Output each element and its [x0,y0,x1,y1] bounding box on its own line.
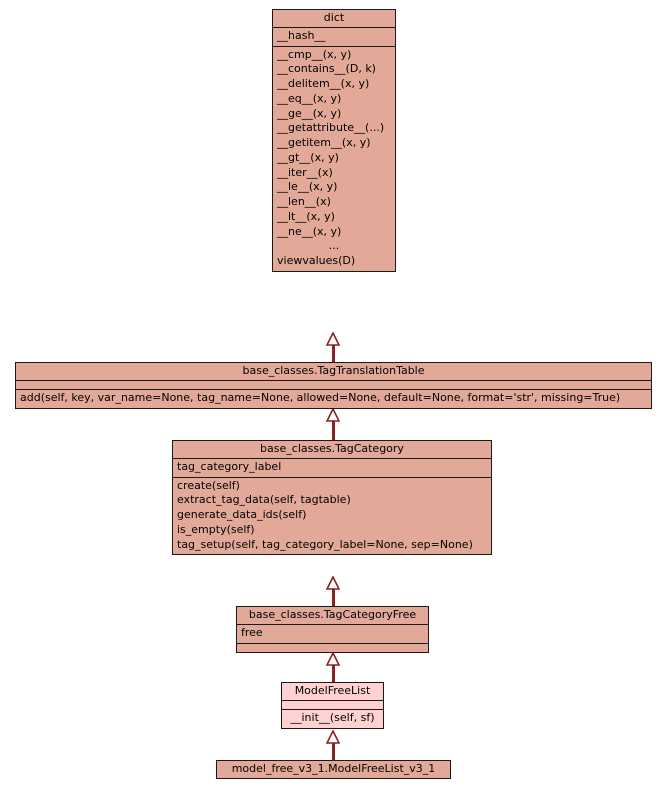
method-row: __contains__(D, k) [277,62,376,76]
methods-compartment-dict: __cmp__(x, y) __contains__(D, k) __delit… [273,45,395,271]
connector-line [331,742,335,764]
connector-line [331,588,335,608]
generalization-modelfreelistv31-to-modelfreelist [326,730,340,764]
methods-compartment-modelfreelist: __init__(self, sf) [282,708,383,728]
generalization-modelfreelist-to-tagcategoryfree [326,652,340,686]
generalization-tagcategoryfree-to-tagcategory [326,576,340,608]
class-box-tagcategory[interactable]: base_classes.TagCategory tag_category_la… [172,440,492,556]
method-row: extract_tag_data(self, tagtable) [177,493,351,507]
connector-line [331,420,335,442]
generalization-tagtranslationtable-to-dict [326,332,340,364]
class-box-modelfreelistv31[interactable]: model_free_v3_1.ModelFreeList_v3_1 [216,760,451,779]
method-row: viewvalues(D) [277,254,356,267]
method-row: __ge__(x, y) [277,106,342,120]
class-box-modelfreelist[interactable]: ModelFreeList __init__(self, sf) [281,682,384,729]
class-name-tagtranslationtable: base_classes.TagTranslationTable [242,364,425,377]
method-row: add(self, key, var_name=None, tag_name=N… [20,390,621,404]
method-row: __delitem__(x, y) [277,77,370,90]
method-row: __init__(self, sf) [290,710,375,724]
inheritance-arrowhead-icon [326,408,340,422]
attributes-compartment-tagcategoryfree: free [237,623,428,643]
class-name-modelfreelist: ModelFreeList [294,684,371,697]
method-row: __gt__(x, y) [277,150,339,164]
method-row: __lt__(x, y) [277,209,335,223]
connector-line [331,344,335,364]
method-row: create(self) [177,478,240,492]
method-row: __eq__(x, y) [277,91,342,105]
inheritance-arrowhead-icon [326,576,340,590]
methods-compartment-tagtranslationtable: add(self, key, var_name=None, tag_name=N… [16,388,651,408]
class-name-tagcategoryfree: base_classes.TagCategoryFree [248,608,417,621]
method-row: __cmp__(x, y) [277,47,352,61]
inheritance-arrowhead-icon [326,652,340,666]
method-row: __iter__(x) [277,165,333,179]
attributes-compartment-dict: __hash__ [273,26,395,46]
method-row: __getitem__(x, y) [277,136,371,149]
methods-compartment-tagcategory: create(self) extract_tag_data(self, tagt… [173,476,491,555]
generalization-tagcategory-to-tagtranslationtable [326,408,340,442]
class-name-tagcategory: base_classes.TagCategory [260,442,404,455]
method-row: __len__(x) [277,195,331,208]
attributes-compartment-modelfreelist [282,699,383,709]
attribute-row: __hash__ [277,28,326,42]
method-row: generate_data_ids(self) [177,508,307,521]
method-row: tag_setup(self, tag_category_label=None,… [177,537,473,551]
attribute-row: tag_category_label [177,459,282,473]
method-row: __ne__(x, y) [277,224,342,238]
inheritance-arrowhead-icon [326,730,340,744]
method-row: __le__(x, y) [277,180,338,194]
connector-line [331,664,335,686]
class-name-dict: dict [323,11,345,24]
methods-compartment-tagcategoryfree [237,642,428,652]
class-box-dict[interactable]: dict __hash__ __cmp__(x, y) __contains__… [272,9,396,272]
class-box-tagtranslationtable[interactable]: base_classes.TagTranslationTable add(sel… [15,362,652,409]
attribute-row: free [241,625,263,639]
class-box-tagcategoryfree[interactable]: base_classes.TagCategoryFree free [236,606,429,653]
class-name-modelfreelistv31: model_free_v3_1.ModelFreeList_v3_1 [231,762,436,775]
method-row-ellipsis: ... [328,239,340,253]
attributes-compartment-tagtranslationtable [16,379,651,389]
method-row: __getattribute__(...) [277,121,385,135]
method-row: is_empty(self) [177,522,255,536]
inheritance-arrowhead-icon [326,332,340,346]
attributes-compartment-tagcategory: tag_category_label [173,457,491,477]
